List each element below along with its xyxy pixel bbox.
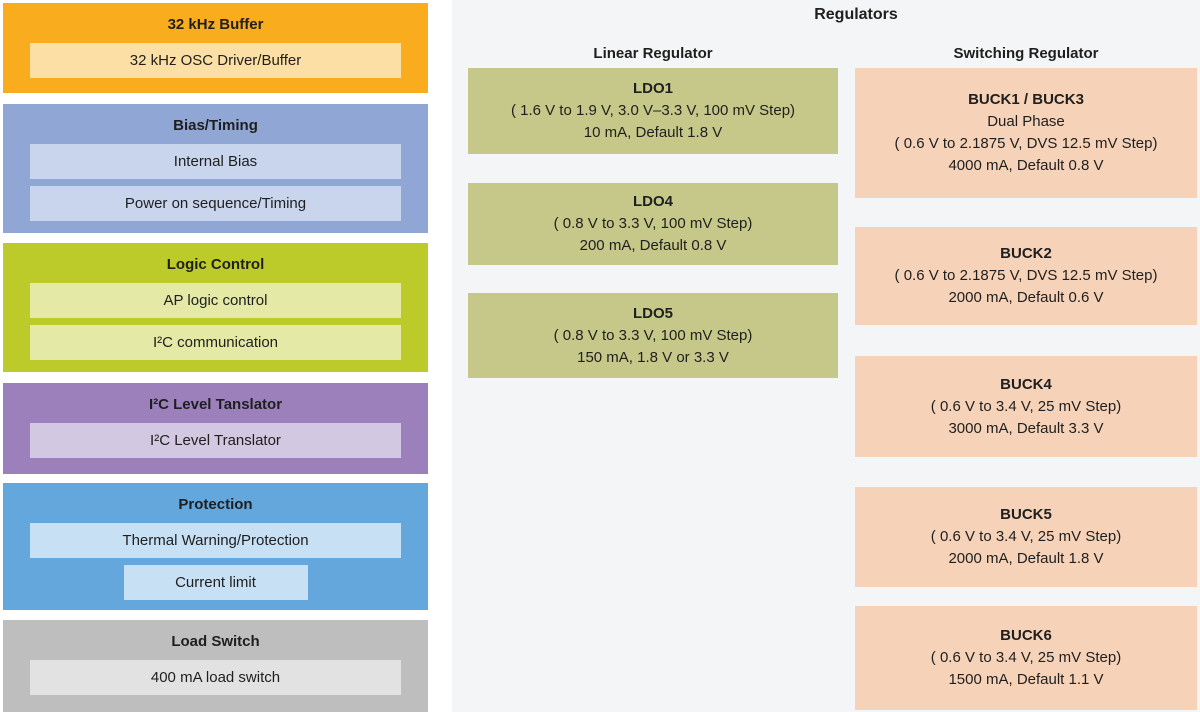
regulator-spec-line: 1500 mA, Default 1.1 V <box>948 671 1104 688</box>
ldo4-box: LDO4 ( 0.8 V to 3.3 V, 100 mV Step) 200 … <box>468 183 838 265</box>
regulator-name: BUCK4 <box>1000 375 1052 393</box>
regulator-name: BUCK2 <box>1000 245 1052 262</box>
regulator-name: LDO1 <box>632 80 673 97</box>
block-row: I²C Level Translator <box>30 423 401 458</box>
regulator-spec-line: 2000 mA, Default 0.6 V <box>948 289 1104 306</box>
regulator-spec-line: ( 0.8 V to 3.3 V, 100 mV Step) <box>553 326 753 344</box>
block-row: Current limit <box>123 565 308 600</box>
block-row: Thermal Warning/Protection <box>30 523 401 558</box>
regulator-name: LDO4 <box>632 193 673 210</box>
regulator-spec-line: Dual Phase <box>987 113 1065 130</box>
block-title: Protection <box>178 496 253 513</box>
block-title: 32 kHz Buffer <box>167 16 264 33</box>
regulator-name: BUCK6 <box>1000 627 1052 644</box>
regulator-spec-line: 3000 mA, Default 3.3 V <box>948 419 1104 437</box>
regulator-name: BUCK5 <box>1000 506 1052 523</box>
block-logic-control: Logic Control AP logic control I²C commu… <box>3 243 428 372</box>
regulator-spec-line: 4000 mA, Default 0.8 V <box>948 157 1104 174</box>
ldo1-box: LDO1 ( 1.6 V to 1.9 V, 3.0 V–3.3 V, 100 … <box>468 68 838 154</box>
regulator-spec-line: 10 mA, Default 1.8 V <box>583 124 723 141</box>
block-row: 400 mA load switch <box>30 660 401 695</box>
block-title: Bias/Timing <box>173 117 258 134</box>
buck5-box: BUCK5 ( 0.6 V to 3.4 V, 25 mV Step) 2000… <box>855 487 1197 587</box>
block-load-switch: Load Switch 400 mA load switch <box>3 620 428 712</box>
regulator-spec-line: ( 0.6 V to 3.4 V, 25 mV Step) <box>930 528 1122 545</box>
linear-regulator-column: Linear Regulator LDO1 ( 1.6 V to 1.9 V, … <box>468 44 838 378</box>
buck1-buck3-box: BUCK1 / BUCK3 Dual Phase ( 0.6 V to 2.18… <box>855 68 1197 198</box>
regulator-spec-line: ( 0.6 V to 3.4 V, 25 mV Step) <box>930 649 1122 666</box>
regulator-spec-line: ( 0.6 V to 2.1875 V, DVS 12.5 mV Step) <box>894 135 1158 152</box>
buck2-box: BUCK2 ( 0.6 V to 2.1875 V, DVS 12.5 mV S… <box>855 227 1197 325</box>
switching-regulator-heading: Switching Regulator <box>953 45 1099 62</box>
switching-regulator-column: Switching Regulator BUCK1 / BUCK3 Dual P… <box>855 44 1197 710</box>
buck4-box: BUCK4 ( 0.6 V to 3.4 V, 25 mV Step) 3000… <box>855 356 1197 457</box>
block-title: Load Switch <box>171 633 260 650</box>
regulator-spec-line: ( 0.6 V to 2.1875 V, DVS 12.5 mV Step) <box>894 267 1158 284</box>
buck6-box: BUCK6 ( 0.6 V to 3.4 V, 25 mV Step) 1500… <box>855 606 1197 710</box>
block-32khz-buffer: 32 kHz Buffer 32 kHz OSC Driver/Buffer <box>3 3 428 93</box>
block-row: Internal Bias <box>30 144 401 179</box>
block-title: Logic Control <box>166 256 265 273</box>
regulator-spec-line: 200 mA, Default 0.8 V <box>579 237 727 254</box>
block-bias-timing: Bias/Timing Internal Bias Power on seque… <box>3 104 428 233</box>
regulator-name: LDO5 <box>632 304 673 322</box>
linear-regulator-heading: Linear Regulator <box>593 45 713 62</box>
regulator-spec-line: ( 1.6 V to 1.9 V, 3.0 V–3.3 V, 100 mV St… <box>510 102 796 119</box>
regulator-spec-line: 2000 mA, Default 1.8 V <box>948 550 1104 567</box>
regulator-spec-line: ( 0.8 V to 3.3 V, 100 mV Step) <box>553 215 753 232</box>
block-protection: Protection Thermal Warning/Protection Cu… <box>3 483 428 610</box>
block-row: I²C communication <box>30 325 401 360</box>
regulator-spec-line: 150 mA, 1.8 V or 3.3 V <box>577 348 729 366</box>
block-row: Power on sequence/Timing <box>30 186 401 221</box>
block-row: 32 kHz OSC Driver/Buffer <box>30 43 401 78</box>
regulator-name: BUCK1 / BUCK3 <box>968 91 1084 108</box>
block-row: AP logic control <box>30 283 401 318</box>
regulators-panel: Regulators Linear Regulator LDO1 ( 1.6 V… <box>452 0 1200 712</box>
block-i2c-level-translator: I²C Level Tanslator I²C Level Translator <box>3 383 428 474</box>
regulator-spec-line: ( 0.6 V to 3.4 V, 25 mV Step) <box>930 397 1122 415</box>
ldo5-box: LDO5 ( 0.8 V to 3.3 V, 100 mV Step) 150 … <box>468 293 838 378</box>
regulators-title: Regulators <box>814 6 898 23</box>
block-title: I²C Level Tanslator <box>148 396 283 413</box>
